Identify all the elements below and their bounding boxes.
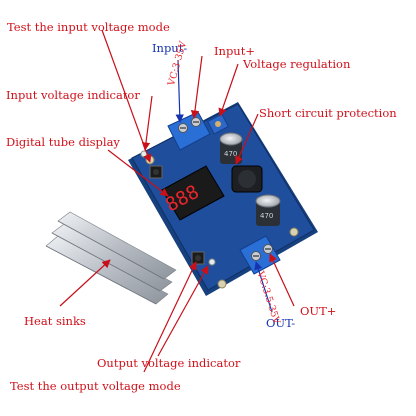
digital-tube-display: 888 bbox=[161, 165, 225, 221]
cap-label: 470 bbox=[224, 150, 237, 158]
cap-label: 470 bbox=[260, 212, 273, 220]
label-heat-sinks: Heat sinks bbox=[24, 314, 86, 328]
annotation-arrows bbox=[59, 29, 295, 373]
test-input-button bbox=[149, 165, 163, 179]
label-test-input-mode: Test the input voltage mode bbox=[7, 20, 170, 34]
output-capacitor: 470 bbox=[255, 194, 281, 226]
label-output-voltage-indicator: Output voltage indicator bbox=[97, 356, 241, 370]
label-input-minus: Input- bbox=[152, 41, 188, 55]
output-terminal-block bbox=[239, 235, 281, 275]
label-out-plus: OUT+ bbox=[300, 304, 337, 318]
label-digital-tube-display: Digital tube display bbox=[6, 135, 120, 149]
heat-sinks bbox=[45, 211, 177, 305]
label-short-circuit-protection: Short circuit protection bbox=[259, 106, 397, 120]
output-indicator-led bbox=[208, 258, 216, 266]
label-out-minus: OUT- bbox=[266, 316, 296, 330]
inductor bbox=[231, 165, 263, 193]
potentiometer bbox=[206, 113, 230, 135]
label-test-output-mode: Test the output voltage mode bbox=[10, 379, 181, 393]
label-input-plus: Input+ bbox=[214, 44, 255, 58]
test-output-button bbox=[191, 251, 205, 265]
label-voltage-regulation: Voltage regulation bbox=[243, 57, 351, 71]
annotation-arrows-blue bbox=[175, 59, 273, 313]
label-input-voltage-indicator: Input voltage indicator bbox=[6, 88, 140, 102]
